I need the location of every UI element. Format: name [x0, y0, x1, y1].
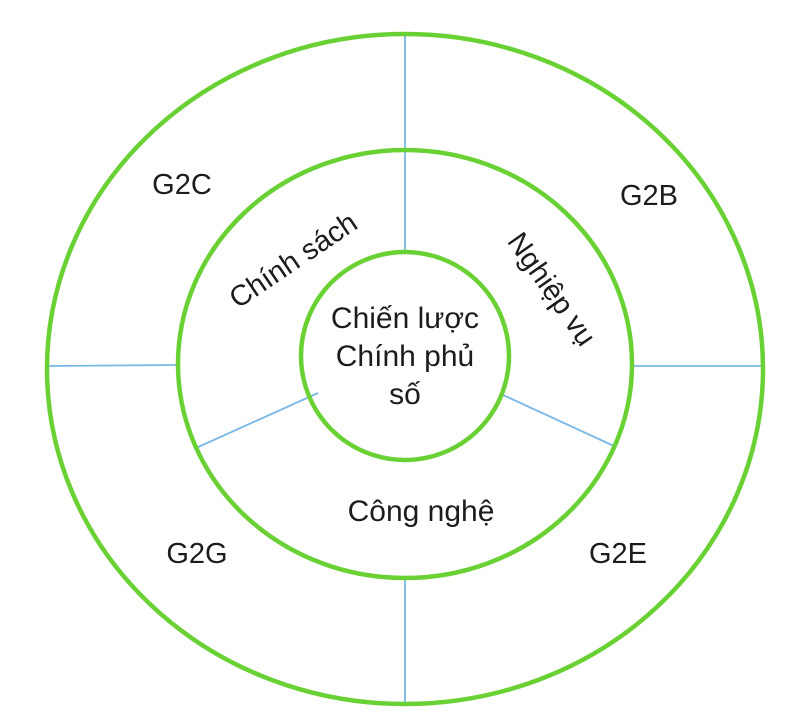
outer-ring-circle — [44, 31, 766, 707]
middle-sector-label-chinh-sach: Chính sách — [224, 207, 364, 316]
outer-sector-label-g2b: G2B — [620, 180, 678, 212]
center-label-line-2: Chính phủ — [336, 340, 474, 373]
outer-sector-label-g2e: G2E — [589, 538, 647, 570]
center-circle — [298, 249, 512, 463]
center-label-line-3: số — [389, 378, 421, 411]
center-label-line-1: Chiến lược — [331, 302, 479, 335]
divider-left-horizontal — [47, 364, 180, 367]
divider-middle-lower-left — [195, 392, 319, 449]
divider-middle-lower-right — [502, 394, 617, 448]
middle-ring-circle — [175, 147, 635, 581]
middle-sector-label-cong-nghe: Công nghệ — [348, 495, 495, 528]
outer-sector-label-g2g: G2G — [166, 538, 227, 570]
outer-sector-label-g2c: G2C — [152, 169, 212, 201]
middle-sector-label-nghiep-vu: Nghiệp vụ — [501, 227, 602, 352]
